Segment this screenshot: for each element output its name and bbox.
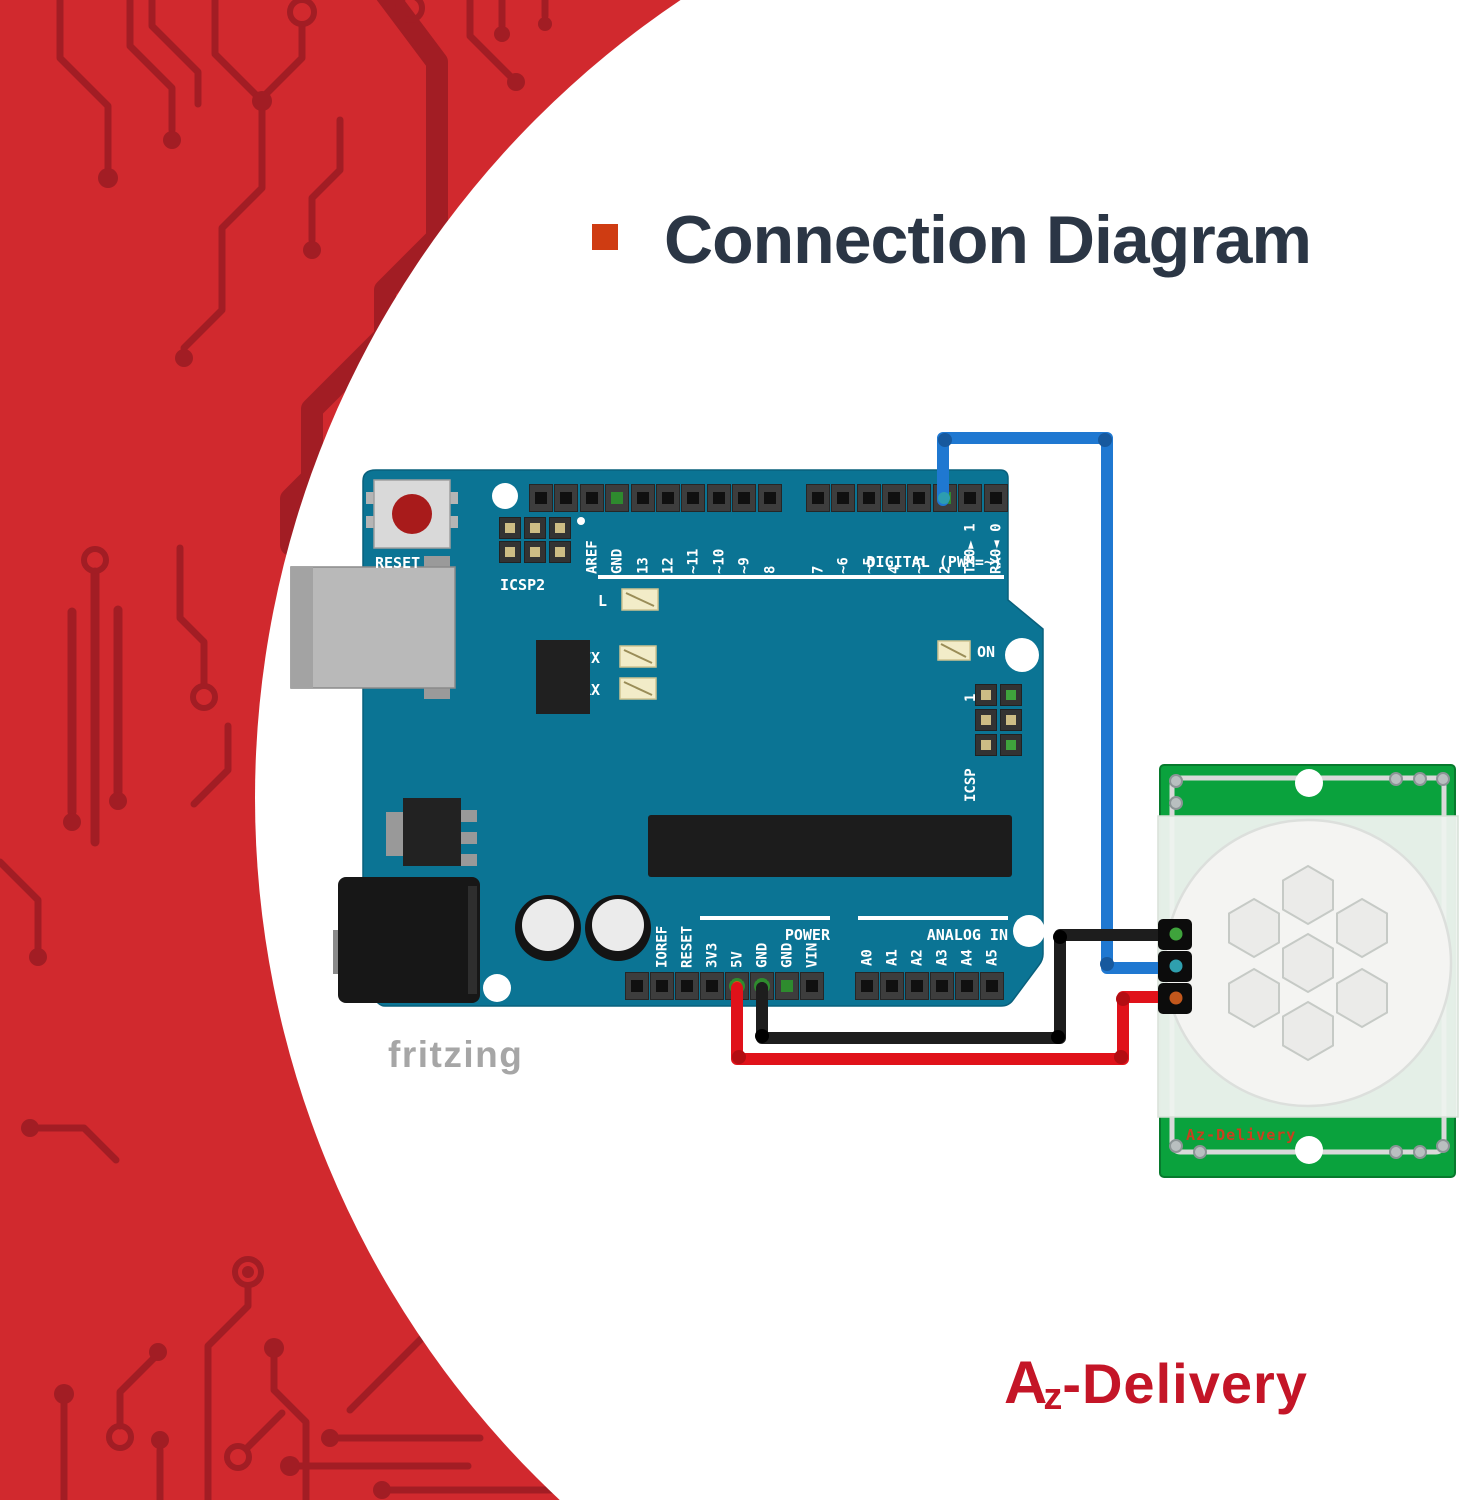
pir-solder-pads xyxy=(1169,772,1450,1159)
mounting-holes xyxy=(483,483,1045,1002)
pir-fresnel-hexagons xyxy=(1228,864,1388,1062)
led-l xyxy=(621,588,659,611)
reset-button-cap[interactable] xyxy=(392,494,432,534)
red-wire-joints xyxy=(732,992,1130,1064)
blue-wire-joints xyxy=(938,433,1114,971)
pin-label: 4 xyxy=(887,566,903,574)
icsp-label: ICSP xyxy=(963,768,979,802)
pir-out-pin xyxy=(1169,959,1183,973)
voltage-regulator xyxy=(386,798,477,866)
pin-label: 2 xyxy=(938,566,954,574)
usb-interface-chip xyxy=(536,640,590,714)
atmega-chip xyxy=(648,815,1012,877)
pin-label: ~10 xyxy=(712,549,728,574)
pir-connector xyxy=(1158,919,1192,1014)
pir-vcc-pin xyxy=(1169,991,1183,1005)
digital-pin-labels-left: AREF GND 13 12 ~11 ~10 ~9 8 xyxy=(585,540,779,574)
digital-silk-line xyxy=(598,575,1004,579)
pin-label: ~5 xyxy=(862,557,878,574)
pin-label: A3 xyxy=(935,949,951,966)
analog-caption: ANALOG IN xyxy=(927,926,1008,944)
analog-pin-labels: A0 A1 A2 A3 A4 A5 xyxy=(860,949,1001,966)
arduino-board: RESET AREF GND 13 12 xyxy=(290,469,1045,1007)
pin-label: RESET xyxy=(680,926,696,968)
fritzing-watermark: fritzing xyxy=(388,1034,524,1075)
pin-label-tx: TX0► 1 xyxy=(963,523,979,574)
pin-label: ~6 xyxy=(836,557,852,574)
power-jack xyxy=(333,877,480,1003)
usb-connector xyxy=(290,556,456,699)
pin-label: 8 xyxy=(763,566,779,574)
pin-label-rx: RX0◄ 0 xyxy=(989,523,1005,574)
analog-silk-line xyxy=(858,916,1008,920)
pin-label: GND xyxy=(780,943,796,968)
pin-label: 12 xyxy=(661,557,677,574)
wires xyxy=(731,432,1174,1065)
icsp2-label: ICSP2 xyxy=(500,576,545,594)
pin-label: ~9 xyxy=(737,557,753,574)
icsp-pin1-label: 1 xyxy=(963,694,979,702)
pir-mount-hole-bottom xyxy=(1295,1136,1323,1164)
led-on xyxy=(937,640,971,661)
pin-label: GND xyxy=(755,943,771,968)
pin-label: GND xyxy=(610,549,626,574)
digital-pin-labels-right: 7 ~6 ~5 4 ~3 2 TX0► 1 RX0◄ 0 xyxy=(811,523,1005,574)
page-title: Connection Diagram xyxy=(664,202,1312,278)
pin-label: IOREF xyxy=(655,926,671,968)
capacitor xyxy=(585,895,651,961)
pin-label: A0 xyxy=(860,949,876,966)
pir-sensor: Az-Delivery xyxy=(1157,764,1459,1178)
pin-label: 3V3 xyxy=(705,943,721,968)
digital-header-left xyxy=(529,484,782,512)
logo-letter-a: A xyxy=(1004,1349,1048,1416)
led-tx xyxy=(619,645,657,668)
az-delivery-logo: Az-Delivery xyxy=(1004,1348,1308,1418)
pir-brand-text: Az-Delivery xyxy=(1186,1126,1296,1144)
pin-label: 5V xyxy=(730,951,746,968)
power-pin-labels: IOREF RESET 3V3 5V GND GND VIN xyxy=(655,926,821,968)
power-caption: POWER xyxy=(785,926,831,944)
title-row: Connection Diagram xyxy=(592,202,1312,278)
pin-label: A4 xyxy=(960,949,976,966)
reset-label: RESET xyxy=(375,554,420,572)
pin-label: ~3 xyxy=(912,557,928,574)
gnd-pin-connected xyxy=(611,492,623,504)
led-l-label: L xyxy=(598,592,607,610)
digital-caption: DIGITAL (PWM=~) xyxy=(867,553,1002,571)
pin-label: ~11 xyxy=(686,549,702,574)
reset-button[interactable] xyxy=(366,479,458,549)
pin-label: A2 xyxy=(910,949,926,966)
pir-gnd-pin xyxy=(1169,927,1183,941)
black-wire-joints xyxy=(755,930,1067,1044)
power-silk-line xyxy=(700,916,830,920)
icsp-header xyxy=(975,684,1022,756)
title-bullet-icon xyxy=(592,224,618,250)
circuit-nodes xyxy=(21,17,552,1499)
pir-mount-hole-top xyxy=(1295,769,1323,797)
aref-marker-dot xyxy=(577,517,585,525)
pin-label: VIN xyxy=(805,943,821,968)
pin-label: 13 xyxy=(636,557,652,574)
capacitor xyxy=(515,895,581,961)
pin-label: A1 xyxy=(885,949,901,966)
pin-label: 7 xyxy=(811,566,827,574)
led-on-label: ON xyxy=(977,643,995,661)
led-rx xyxy=(619,677,657,700)
logo-letter-z: z xyxy=(1043,1376,1063,1418)
pin-label: A5 xyxy=(985,949,1001,966)
pin2-wire-tip xyxy=(938,492,950,504)
logo-rest: -Delivery xyxy=(1062,1352,1308,1415)
pin-label: AREF xyxy=(585,540,601,574)
digital-header-right xyxy=(806,484,1008,512)
